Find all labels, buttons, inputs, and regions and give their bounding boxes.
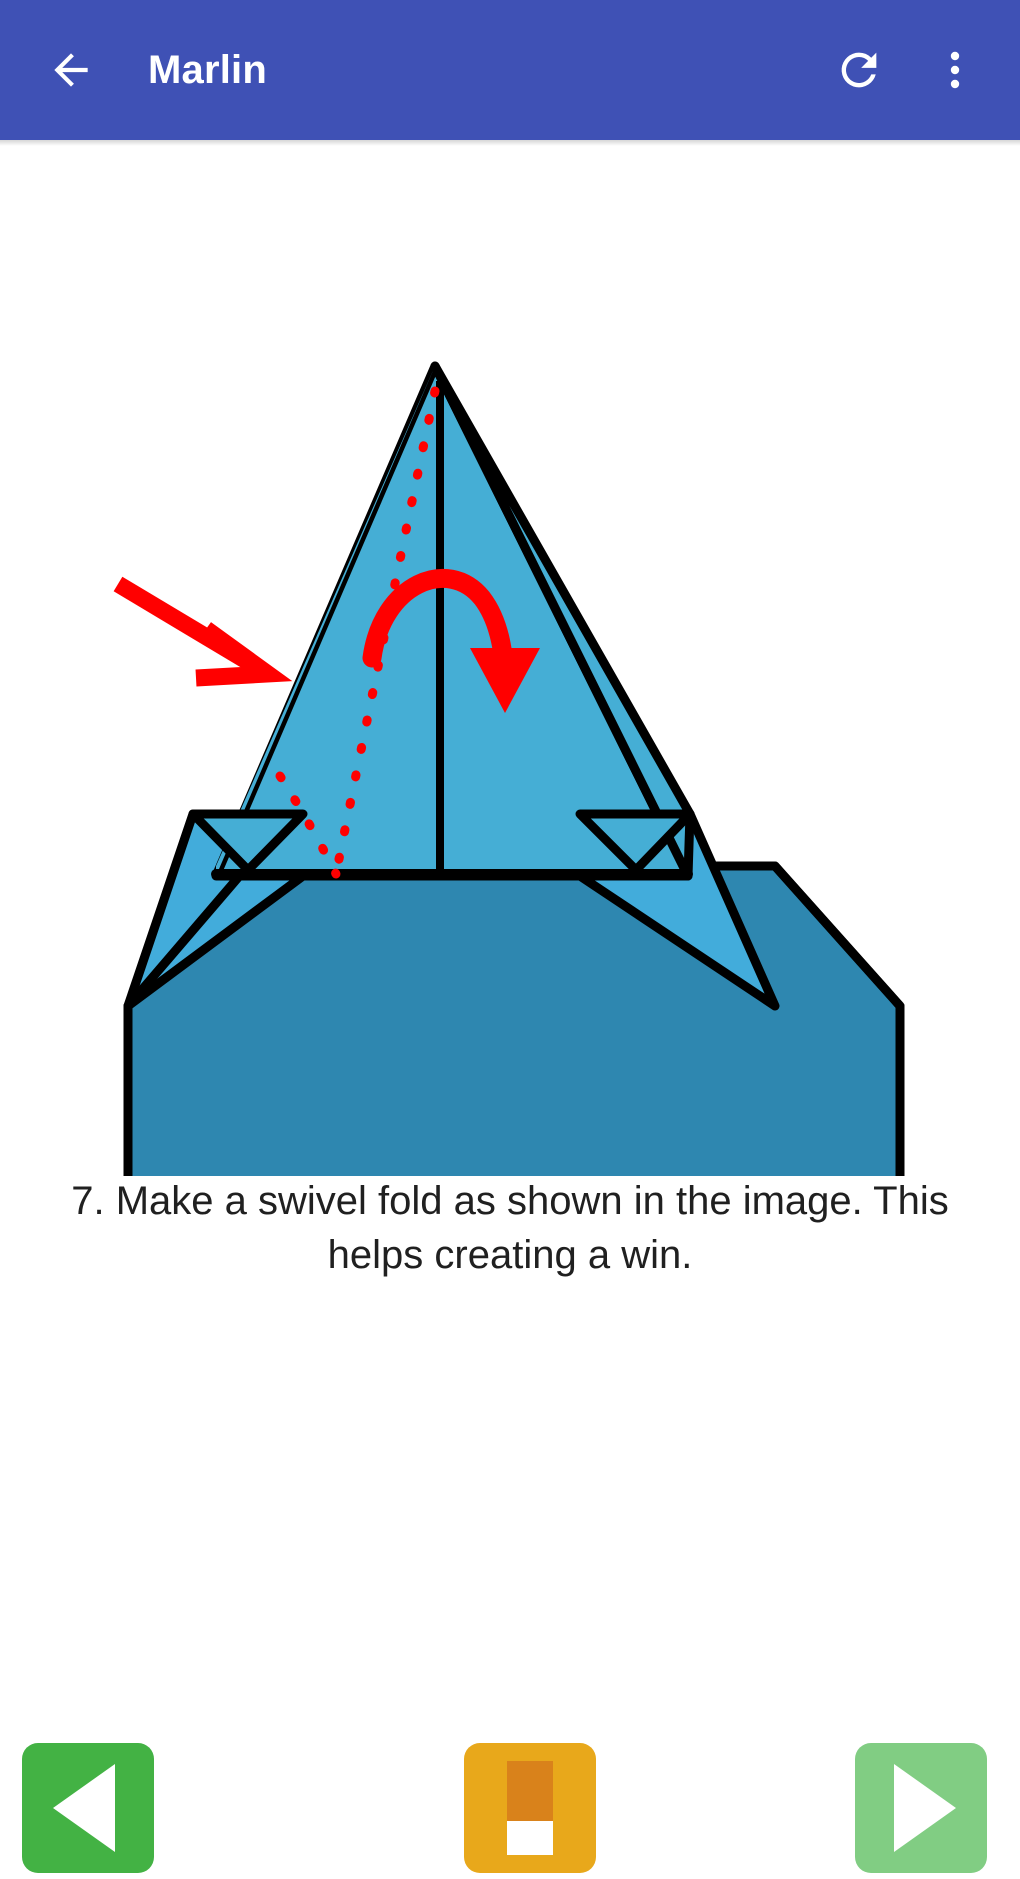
back-button[interactable]	[34, 33, 108, 107]
arrow-left-icon	[54, 53, 88, 87]
play-right-icon	[894, 1764, 956, 1852]
bottom-navigation-bar	[0, 1743, 1020, 1879]
app-bar-actions	[822, 33, 992, 107]
body-left-crease	[123, 861, 253, 1011]
page-title: Marlin	[148, 47, 267, 92]
overflow-menu-button[interactable]	[918, 33, 992, 107]
straight-arrow-head	[195, 622, 293, 687]
refresh-icon	[841, 52, 877, 88]
step-caption: 7. Make a swivel fold as shown in the im…	[71, 1179, 949, 1277]
body-crease-edges	[123, 861, 905, 1011]
app-bar-shadow	[0, 140, 1020, 146]
swivel-straight-arrow	[113, 576, 293, 687]
left-notch	[188, 809, 308, 875]
body-right-crease	[770, 861, 905, 1011]
app-bar: Marlin	[0, 0, 1020, 140]
play-left-icon	[53, 1764, 115, 1852]
fold-crease-left	[275, 771, 341, 879]
shoulder-notches	[188, 809, 695, 875]
previous-step-button[interactable]	[22, 1743, 154, 1873]
next-step-button[interactable]	[855, 1743, 987, 1873]
right-notch	[575, 809, 695, 875]
app-bar-left-group: Marlin	[34, 33, 822, 107]
progress-icon	[507, 1761, 553, 1855]
swivel-curved-arrow	[362, 568, 540, 713]
content-area: 7. Make a swivel fold as shown in the im…	[0, 146, 1020, 1873]
progress-icon-fill	[507, 1761, 553, 1822]
progress-button[interactable]	[464, 1743, 596, 1873]
upper-triangle-left-fill	[216, 366, 435, 876]
origami-diagram-svg	[113, 361, 905, 1176]
upper-triangle-shape	[211, 361, 693, 881]
curved-arrow-head	[470, 648, 540, 713]
origami-diagram	[0, 166, 1020, 1176]
refresh-button[interactable]	[822, 33, 896, 107]
more-vertical-icon	[950, 51, 960, 89]
upper-triangle-right-wing	[430, 361, 695, 881]
diagram-upper-triangle	[211, 361, 695, 881]
